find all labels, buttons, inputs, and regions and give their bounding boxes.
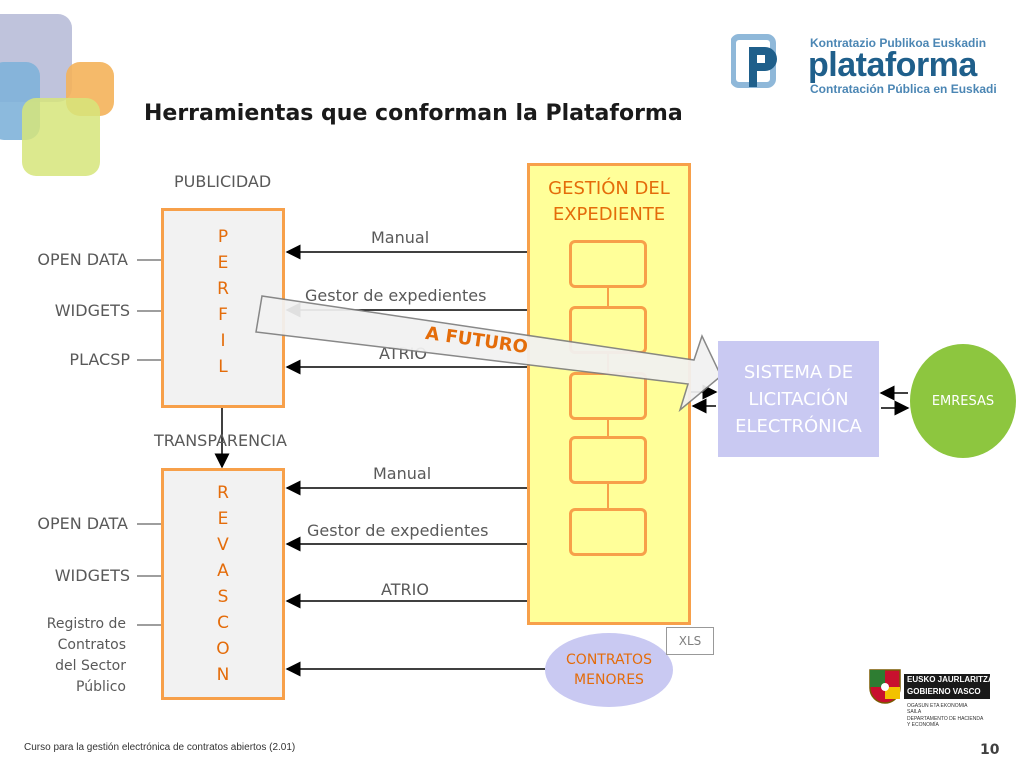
gobierno-vasco-banner — [904, 674, 990, 699]
publicidad-label: PUBLICIDAD — [174, 172, 272, 191]
revascon-widgets-label: WIDGETS — [54, 566, 130, 585]
logo-main-text: plataforma — [808, 46, 977, 84]
logo-top-line: Kontratazio Publikoa Euskadin — [810, 36, 987, 50]
registro-contratos-label: Registro de Contratos del Sector Público — [46, 616, 126, 695]
label-manual-1: Manual — [371, 228, 430, 247]
gobierno-vasco-shield-icon — [868, 668, 902, 710]
transparencia-label: TRANSPARENCIA — [154, 431, 287, 450]
decor-square-green — [22, 98, 100, 176]
xls-box: XLS — [666, 627, 714, 655]
perfil-widgets-label: WIDGETS — [54, 301, 130, 320]
sistema-licitacion-box: SISTEMA DE LICITACIÓN ELECTRÓNICA — [718, 341, 879, 457]
perfil-placsp-label: PLACSP — [69, 350, 130, 369]
footer-course-text: Curso para la gestión electrónica de con… — [24, 742, 296, 753]
label-gestor-2: Gestor de expedientes — [307, 521, 489, 540]
perfil-open-data-label: OPEN DATA — [37, 250, 128, 269]
page-title: Herramientas que conforman la Plataforma — [144, 101, 683, 126]
gestion-slot-4 — [569, 436, 647, 484]
gestion-expediente-box: GESTIÓN DEL EXPEDIENTE — [527, 163, 691, 625]
gobierno-dept1: OGASUN ETA EKONOMIA SAILA — [907, 703, 968, 715]
label-atrio-2: ATRIO — [381, 580, 429, 599]
gobierno-line1: EUSKO JAURLARITZA — [907, 675, 994, 684]
gestion-slot-1 — [569, 240, 647, 288]
gestion-title: GESTIÓN DEL EXPEDIENTE — [548, 178, 670, 225]
label-manual-2: Manual — [373, 464, 432, 483]
emresas-circle: EMRESAS — [910, 344, 1016, 458]
revascon-open-data-label: OPEN DATA — [37, 514, 128, 533]
logo-bottom-line: Contratación Pública en Euskadi — [810, 82, 997, 96]
plataforma-logo-icon — [730, 31, 791, 93]
contratos-menores-ellipse: CONTRATOS MENORES — [545, 633, 673, 707]
gestion-slot-5 — [569, 508, 647, 556]
label-gestor-1: Gestor de expedientes — [305, 286, 487, 305]
gobierno-line2: GOBIERNO VASCO — [907, 687, 981, 696]
page-number: 10 — [980, 742, 1000, 758]
gobierno-dept2: DEPARTAMENTO DE HACIENDA Y ECONOMÍA — [907, 716, 984, 728]
